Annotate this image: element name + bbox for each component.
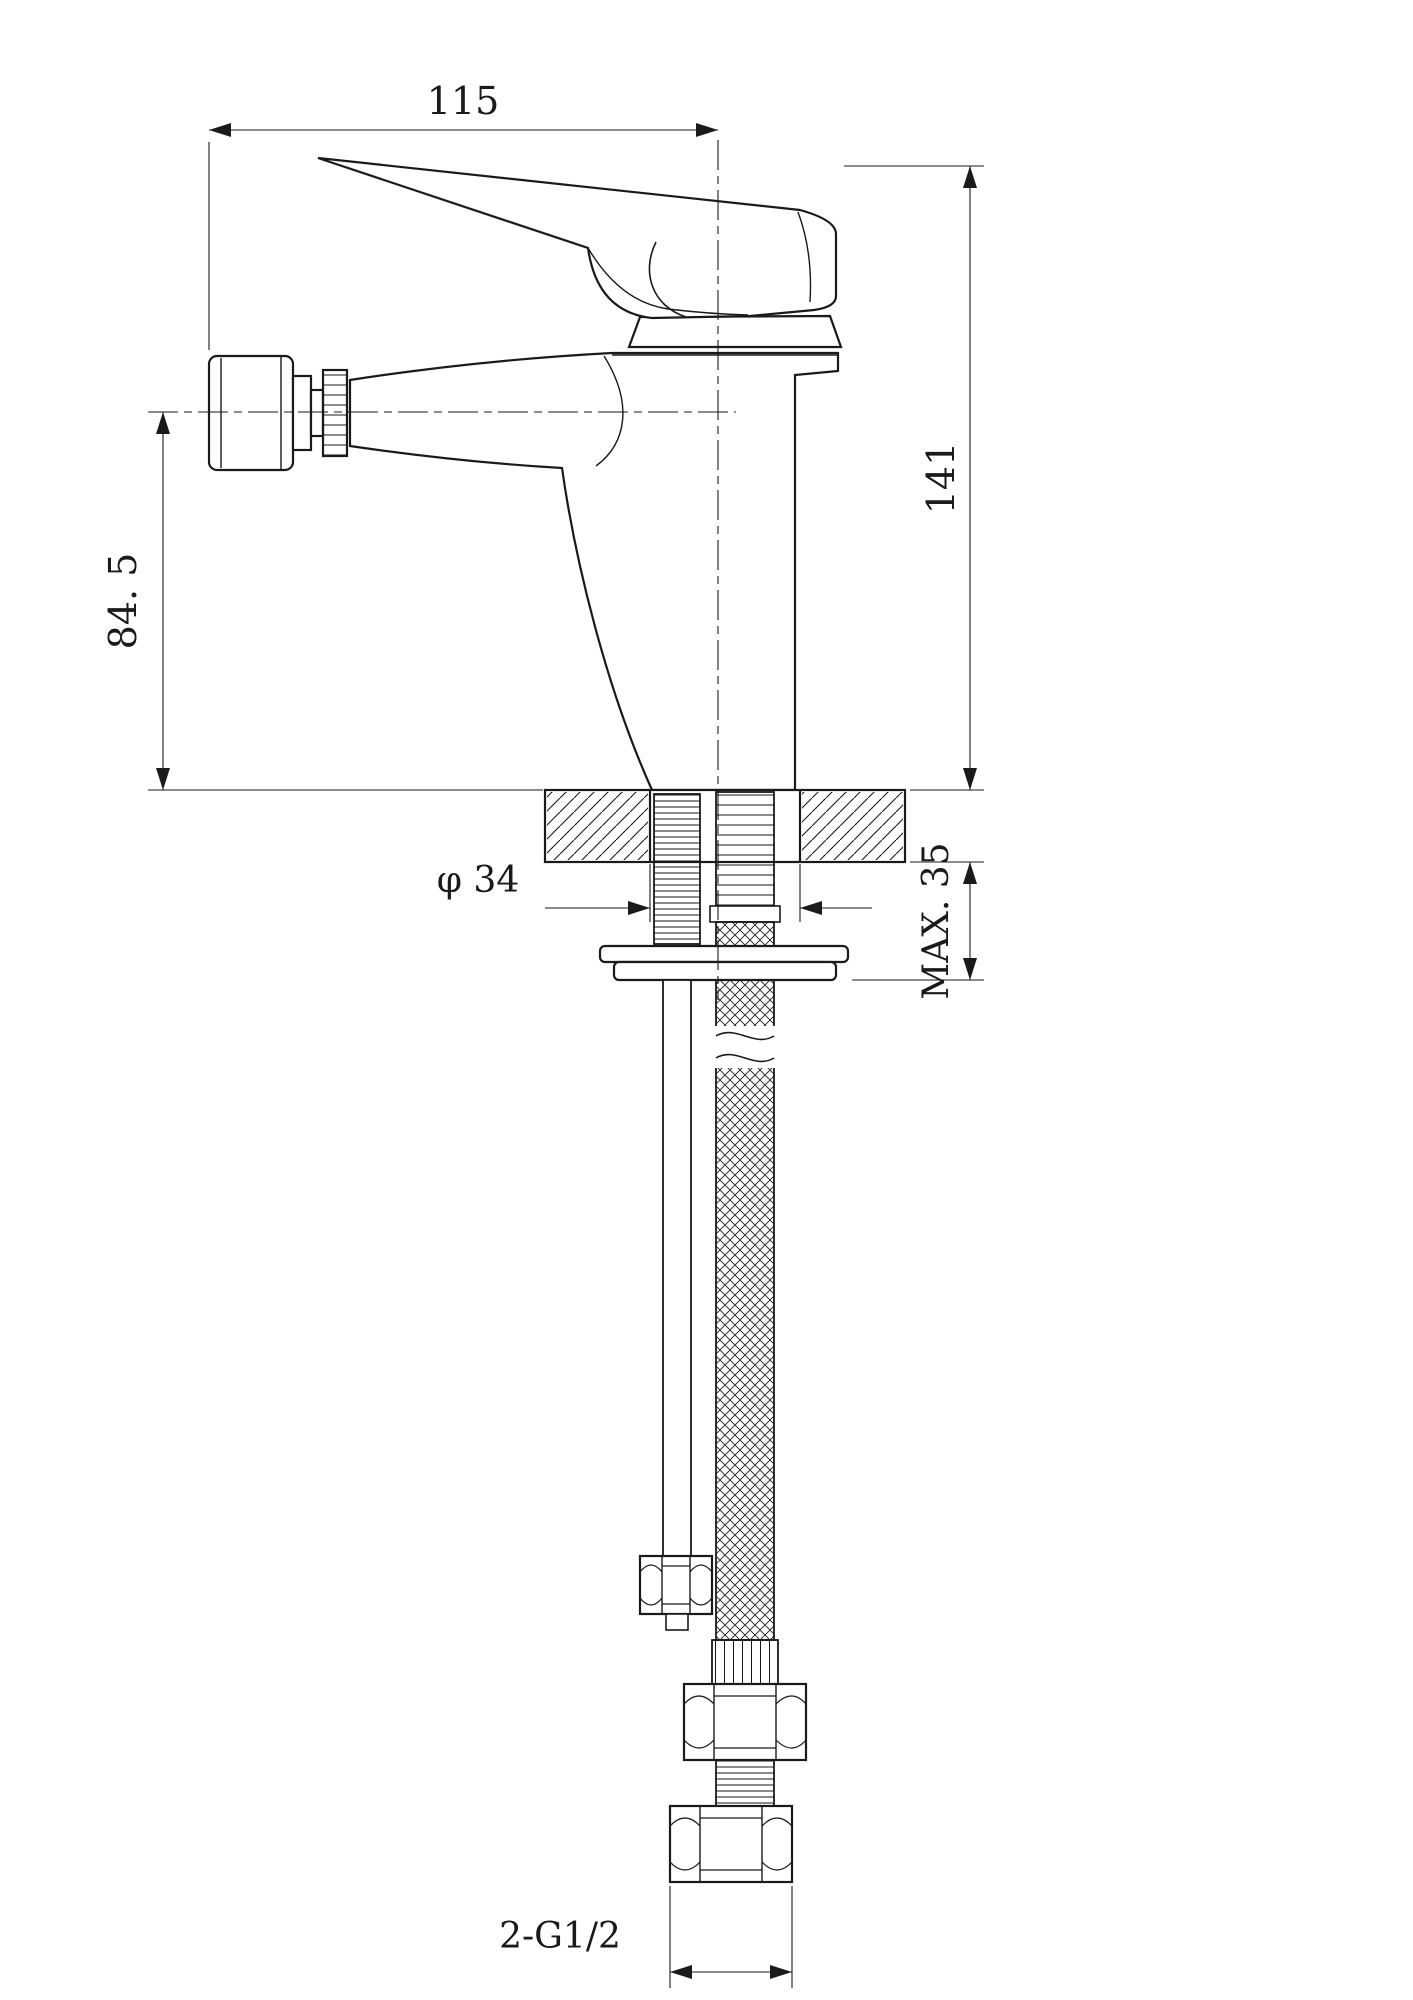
label-connection-thread: 2-G1/2 xyxy=(499,1916,621,1957)
label-max-thickness: MAX. 35 xyxy=(916,842,957,999)
lock-nut-chamfers xyxy=(639,1564,713,1606)
rod-stub xyxy=(665,1613,689,1631)
arrow-max35-bottom xyxy=(963,958,977,980)
deck-hatch-left xyxy=(547,792,648,860)
label-total-height: 141 xyxy=(919,442,963,515)
washer-plate-upper xyxy=(598,944,850,964)
arrow-g12-right xyxy=(770,1965,792,1979)
arrow-d34-left xyxy=(628,901,650,915)
arrow-d34-right xyxy=(800,901,822,915)
hose-crimp-collar xyxy=(711,1639,779,1685)
hose-ribbed-section xyxy=(715,791,775,913)
arrow-g12-left xyxy=(670,1965,692,1979)
handle-rear-crease xyxy=(797,211,812,303)
arrow-115-left xyxy=(209,123,231,137)
hose-nut-lower-chamfers xyxy=(669,1817,793,1871)
arrow-115-right xyxy=(696,123,718,137)
label-hole-diameter: φ 34 xyxy=(437,860,519,901)
handle-sculpt-line xyxy=(587,247,749,316)
hose-ferrule xyxy=(709,905,781,923)
hose-break-line-lower xyxy=(715,1053,775,1063)
sprayer-ring xyxy=(291,374,313,452)
mounting-stud-threads xyxy=(653,793,701,945)
label-spout-height: 84. 5 xyxy=(101,553,145,650)
arrow-max35-top xyxy=(963,862,977,884)
sprayer-neck xyxy=(309,388,325,438)
spout-inner-curve xyxy=(595,355,624,467)
dimension-arrows xyxy=(156,123,977,1979)
faucet-elevation xyxy=(207,156,907,1884)
hose-break-gap xyxy=(708,1026,782,1068)
arrow-141-top xyxy=(963,166,977,188)
centerlines xyxy=(148,140,736,1000)
label-top-width: 115 xyxy=(427,79,500,123)
washer-plate-lower xyxy=(612,960,838,982)
handle-front-swoosh xyxy=(648,241,687,318)
arrow-845-bottom xyxy=(156,768,170,790)
faucet-body-outline xyxy=(348,351,840,792)
hose-break-line-upper xyxy=(715,1031,775,1041)
deck-hatch-right xyxy=(802,792,903,860)
sprayer-knurled-ring xyxy=(321,368,349,458)
arrow-845-top xyxy=(156,412,170,434)
cartridge-collar xyxy=(627,314,843,349)
dimension-labels: 115 141 84. 5 φ 34 MAX. 35 2-G1/2 xyxy=(101,79,963,1957)
lever-handle xyxy=(317,156,838,320)
arrow-141-bottom xyxy=(963,768,977,790)
mounting-rod xyxy=(662,979,692,1557)
hose-nut-upper-chamfers xyxy=(683,1695,807,1749)
thread-stub-g12 xyxy=(715,1759,775,1807)
dimension-lines xyxy=(148,129,984,1988)
